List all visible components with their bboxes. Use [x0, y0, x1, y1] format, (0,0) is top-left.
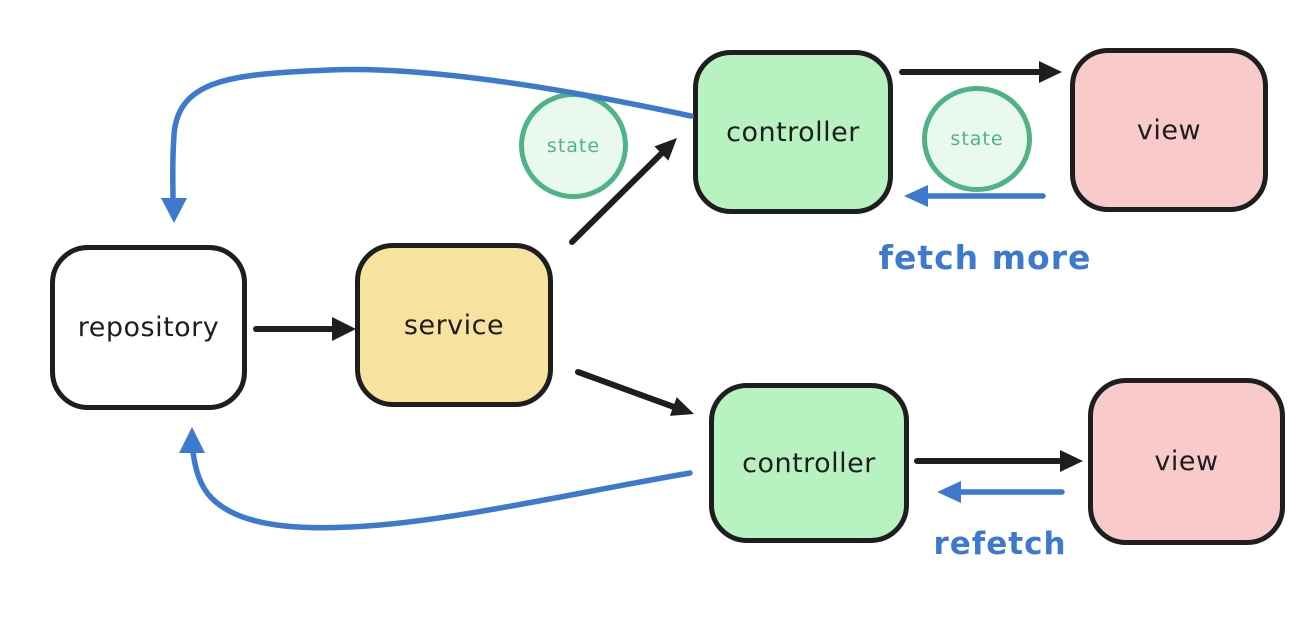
arrowhead-service-to-controller-bottom — [669, 397, 694, 416]
node-controller-bottom-label: controller — [742, 447, 876, 479]
state-badge-right: state — [922, 86, 1032, 192]
arrowhead-repository-to-service — [332, 317, 356, 341]
label-fetch-more: fetch more — [878, 238, 1092, 277]
arrowhead-controller-bottom-to-repository — [179, 427, 205, 453]
arrowhead-controller-top-to-repository — [161, 198, 187, 223]
arrowhead-controller-bottom-to-view-bottom — [1060, 450, 1083, 472]
node-view-bottom-label: view — [1154, 446, 1219, 477]
node-controller-bottom: controller — [709, 383, 909, 543]
state-badge-right-label: state — [950, 128, 1004, 150]
node-view-bottom: view — [1088, 378, 1285, 545]
node-service: service — [355, 243, 553, 407]
node-controller-top: controller — [693, 50, 893, 214]
state-badge-left-label: state — [546, 134, 601, 157]
node-service-label: service — [403, 309, 505, 341]
state-badge-left: state — [519, 92, 628, 199]
arrowhead-service-to-controller-top — [654, 138, 677, 161]
label-refetch: refetch — [933, 526, 1067, 562]
node-view-top-label: view — [1136, 114, 1202, 146]
arrow-service-to-controller-bottom — [575, 369, 677, 410]
node-repository: repository — [50, 245, 247, 410]
node-controller-top-label: controller — [726, 116, 860, 148]
node-view-top: view — [1070, 48, 1268, 212]
node-repository-label: repository — [77, 312, 220, 343]
arrowhead-controller-top-to-view-top — [1039, 61, 1062, 83]
arrow-controller-bottom-to-repository — [189, 441, 693, 531]
arrowhead-view-bottom-to-controller-bottom — [937, 481, 961, 503]
arrowhead-view-top-to-controller-top — [904, 185, 928, 207]
